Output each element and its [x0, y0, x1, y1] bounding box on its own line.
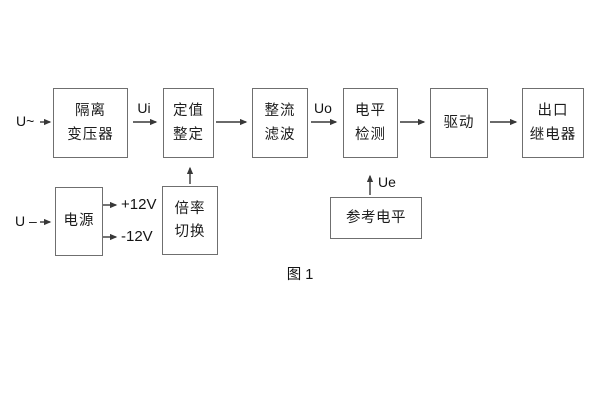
block-label: 电源 [63, 213, 95, 230]
block-label: 参考电平 [346, 209, 406, 226]
block-label: 切换 [174, 224, 206, 240]
block-output-relay: 出口 继电器 [522, 88, 584, 158]
block-label: 变压器 [67, 126, 114, 143]
label-ue: Ue [378, 174, 396, 190]
label-uo: Uo [314, 100, 332, 116]
block-setting-adjust: 定值 整定 [163, 88, 214, 158]
block-driver: 驱动 [430, 88, 488, 158]
label-ui: Ui [137, 100, 151, 116]
block-ratio-switch: 倍率 切换 [162, 186, 218, 255]
block-label: 定值 [173, 103, 204, 119]
block-label: 检测 [355, 126, 386, 143]
block-label: 继电器 [529, 126, 577, 143]
block-reference-level: 参考电平 [330, 197, 422, 239]
label-u-ac: U~ [16, 113, 35, 129]
block-label: 隔离 [75, 103, 106, 119]
label-u-dc: U – [15, 213, 37, 229]
block-label: 整定 [173, 126, 204, 143]
block-isolation-transformer: 隔离 变压器 [53, 88, 128, 158]
label-plus12v: +12V [121, 196, 157, 213]
block-power-supply: 电源 [55, 187, 103, 256]
figure-caption: 图 1 [286, 267, 314, 283]
block-label: 电平 [355, 103, 386, 119]
block-level-detect: 电平 检测 [343, 88, 398, 158]
block-label: 整流 [264, 103, 296, 119]
block-label: 倍率 [174, 200, 206, 217]
label-minus12v: -12V [121, 228, 153, 245]
block-rectifier-filter: 整流 滤波 [252, 88, 308, 158]
block-label: 驱动 [443, 114, 475, 131]
block-label: 出口 [537, 103, 569, 119]
block-label: 滤波 [264, 126, 296, 143]
